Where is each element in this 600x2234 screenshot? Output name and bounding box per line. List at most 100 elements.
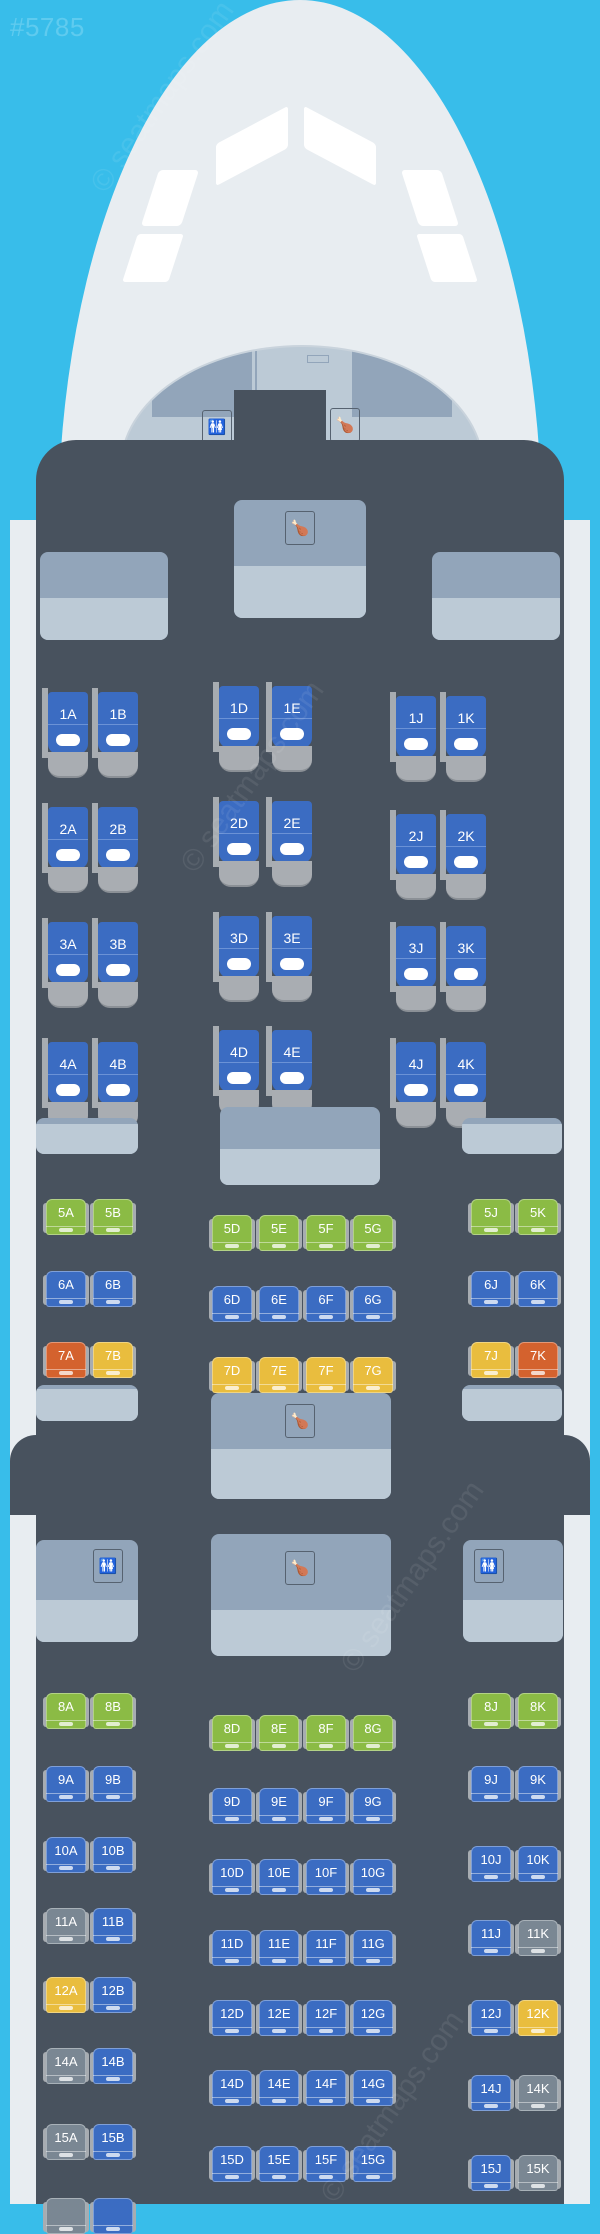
economy-seat[interactable]: 12F	[303, 2000, 349, 2036]
economy-seat[interactable]: 10F	[303, 1859, 349, 1895]
economy-seat[interactable]: 5K	[515, 1199, 561, 1235]
business-seat[interactable]: 2D	[213, 797, 261, 889]
economy-seat[interactable]: 11B	[90, 1908, 136, 1944]
business-seat[interactable]: 3J	[390, 922, 438, 1014]
economy-seat[interactable]: 6G	[350, 1286, 396, 1322]
economy-seat[interactable]: 6J	[468, 1271, 514, 1307]
business-seat[interactable]: 1J	[390, 692, 438, 784]
business-seat[interactable]: 3E	[266, 912, 314, 1004]
economy-seat[interactable]: 14G	[350, 2070, 396, 2106]
economy-seat[interactable]: 8A	[43, 1693, 89, 1729]
economy-seat[interactable]: 6D	[209, 1286, 255, 1322]
economy-seat[interactable]: 12A	[43, 1977, 89, 2013]
economy-seat[interactable]: 12B	[90, 1977, 136, 2013]
economy-seat[interactable]: 11J	[468, 1920, 514, 1956]
economy-seat[interactable]: 9F	[303, 1788, 349, 1824]
economy-seat[interactable]: 5F	[303, 1215, 349, 1251]
economy-seat[interactable]: 9B	[90, 1766, 136, 1802]
economy-seat[interactable]: 7K	[515, 1342, 561, 1378]
business-seat[interactable]: 1K	[440, 692, 488, 784]
business-seat[interactable]: 4A	[42, 1038, 90, 1130]
business-seat[interactable]: 3A	[42, 918, 90, 1010]
economy-seat[interactable]: 11A	[43, 1908, 89, 1944]
economy-seat[interactable]: 11E	[256, 1930, 302, 1966]
economy-seat[interactable]: 9K	[515, 1766, 561, 1802]
economy-seat[interactable]	[90, 2198, 136, 2234]
economy-seat[interactable]: 14F	[303, 2070, 349, 2106]
business-seat[interactable]: 4B	[92, 1038, 140, 1130]
business-seat[interactable]: 3K	[440, 922, 488, 1014]
economy-seat[interactable]: 7E	[256, 1357, 302, 1393]
economy-seat[interactable]: 9G	[350, 1788, 396, 1824]
economy-seat[interactable]: 6B	[90, 1271, 136, 1307]
economy-seat[interactable]: 11K	[515, 1920, 561, 1956]
economy-seat[interactable]: 5D	[209, 1215, 255, 1251]
economy-seat[interactable]: 6A	[43, 1271, 89, 1307]
economy-seat[interactable]: 8K	[515, 1693, 561, 1729]
business-seat[interactable]: 1A	[42, 688, 90, 780]
economy-seat[interactable]: 5J	[468, 1199, 514, 1235]
economy-seat[interactable]: 10A	[43, 1837, 89, 1873]
economy-seat[interactable]: 15B	[90, 2124, 136, 2160]
economy-seat[interactable]: 5G	[350, 1215, 396, 1251]
business-seat[interactable]: 3B	[92, 918, 140, 1010]
economy-seat[interactable]: 6K	[515, 1271, 561, 1307]
economy-seat[interactable]: 14J	[468, 2075, 514, 2111]
economy-seat[interactable]: 8E	[256, 1715, 302, 1751]
economy-seat[interactable]: 8D	[209, 1715, 255, 1751]
business-seat[interactable]: 3D	[213, 912, 261, 1004]
economy-seat[interactable]: 12K	[515, 2000, 561, 2036]
economy-seat[interactable]: 10K	[515, 1846, 561, 1882]
economy-seat[interactable]: 14E	[256, 2070, 302, 2106]
economy-seat[interactable]: 8B	[90, 1693, 136, 1729]
business-seat[interactable]: 1D	[213, 682, 261, 774]
economy-seat[interactable]: 15F	[303, 2146, 349, 2182]
economy-seat[interactable]: 14K	[515, 2075, 561, 2111]
economy-seat[interactable]: 14B	[90, 2048, 136, 2084]
business-seat[interactable]: 1E	[266, 682, 314, 774]
economy-seat[interactable]: 10E	[256, 1859, 302, 1895]
economy-seat[interactable]: 7J	[468, 1342, 514, 1378]
economy-seat[interactable]: 9A	[43, 1766, 89, 1802]
economy-seat[interactable]: 10D	[209, 1859, 255, 1895]
business-seat[interactable]: 4K	[440, 1038, 488, 1130]
economy-seat[interactable]: 15G	[350, 2146, 396, 2182]
economy-seat[interactable]: 11F	[303, 1930, 349, 1966]
economy-seat[interactable]: 5B	[90, 1199, 136, 1235]
economy-seat[interactable]: 9E	[256, 1788, 302, 1824]
economy-seat[interactable]	[43, 2198, 89, 2234]
business-seat[interactable]: 1B	[92, 688, 140, 780]
economy-seat[interactable]: 7G	[350, 1357, 396, 1393]
economy-seat[interactable]: 6F	[303, 1286, 349, 1322]
economy-seat[interactable]: 9D	[209, 1788, 255, 1824]
economy-seat[interactable]: 7A	[43, 1342, 89, 1378]
economy-seat[interactable]: 10B	[90, 1837, 136, 1873]
economy-seat[interactable]: 14A	[43, 2048, 89, 2084]
economy-seat[interactable]: 12G	[350, 2000, 396, 2036]
business-seat[interactable]: 4D	[213, 1026, 261, 1118]
business-seat[interactable]: 2K	[440, 810, 488, 902]
economy-seat[interactable]: 12J	[468, 2000, 514, 2036]
economy-seat[interactable]: 5E	[256, 1215, 302, 1251]
business-seat[interactable]: 2E	[266, 797, 314, 889]
business-seat[interactable]: 2A	[42, 803, 90, 895]
economy-seat[interactable]: 15E	[256, 2146, 302, 2182]
business-seat[interactable]: 2B	[92, 803, 140, 895]
economy-seat[interactable]: 11G	[350, 1930, 396, 1966]
economy-seat[interactable]: 15J	[468, 2155, 514, 2191]
business-seat[interactable]: 4E	[266, 1026, 314, 1118]
economy-seat[interactable]: 7F	[303, 1357, 349, 1393]
economy-seat[interactable]: 5A	[43, 1199, 89, 1235]
economy-seat[interactable]: 11D	[209, 1930, 255, 1966]
economy-seat[interactable]: 9J	[468, 1766, 514, 1802]
economy-seat[interactable]: 12D	[209, 2000, 255, 2036]
economy-seat[interactable]: 8F	[303, 1715, 349, 1751]
economy-seat[interactable]: 8J	[468, 1693, 514, 1729]
economy-seat[interactable]: 7B	[90, 1342, 136, 1378]
business-seat[interactable]: 4J	[390, 1038, 438, 1130]
economy-seat[interactable]: 8G	[350, 1715, 396, 1751]
business-seat[interactable]: 2J	[390, 810, 438, 902]
economy-seat[interactable]: 10J	[468, 1846, 514, 1882]
economy-seat[interactable]: 7D	[209, 1357, 255, 1393]
economy-seat[interactable]: 15K	[515, 2155, 561, 2191]
